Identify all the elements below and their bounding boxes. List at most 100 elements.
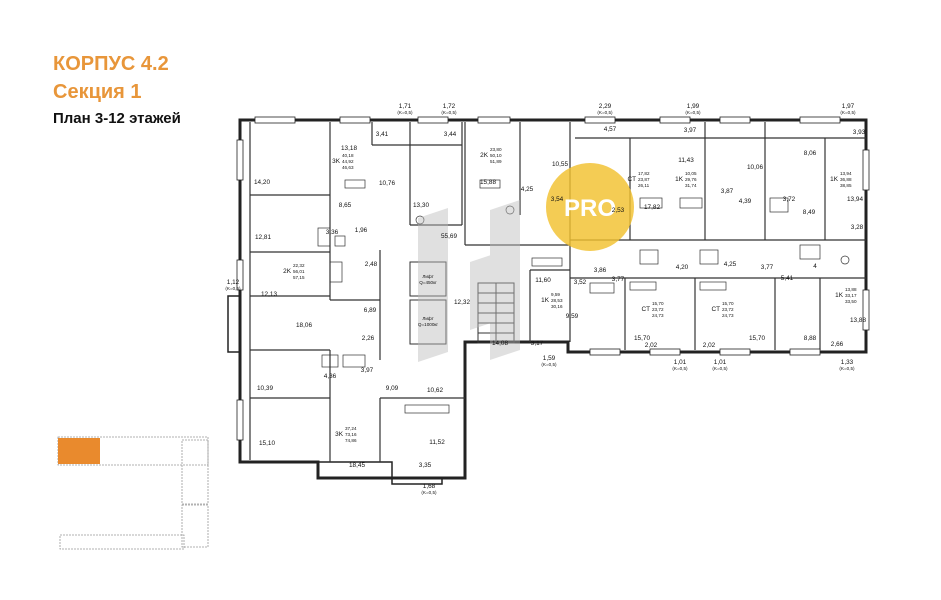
room-area-label: 10,62 xyxy=(427,387,443,394)
apartment-type-label: 1K xyxy=(541,297,550,304)
room-area-label: 3,52 xyxy=(574,279,587,286)
apartment-type-label: 1K xyxy=(830,176,839,183)
room-area-label: 15,70 xyxy=(749,335,765,342)
apartment-area-with-balcony: 74,86 xyxy=(345,438,357,443)
room-area-label: 10,55 xyxy=(552,161,568,168)
watermark-logo xyxy=(418,200,520,362)
apartment-area-with-balcony: 30,16 xyxy=(551,304,563,309)
room-area-label: 4,36 xyxy=(324,373,337,380)
room-area-label: 4,39 xyxy=(739,198,752,205)
apartment-area-with-balcony: 57,15 xyxy=(293,275,305,280)
outside-dimension-coefficient: (K=0,5) xyxy=(839,366,855,371)
outside-dimension-coefficient: (K=0,5) xyxy=(597,110,613,115)
room-area-label: 2,48 xyxy=(365,261,378,268)
apartment-area-with-balcony: 38,85 xyxy=(840,183,852,188)
outside-dimension-value: 1,59 xyxy=(543,355,556,362)
room-area-label: 8,06 xyxy=(804,150,817,157)
outside-dimension-coefficient: (K=0,5) xyxy=(672,366,688,371)
room-area-label: 4,25 xyxy=(724,261,737,268)
room-area-label: 11,60 xyxy=(535,277,551,284)
room-area-label: 14,20 xyxy=(254,179,270,186)
outer-walls xyxy=(227,118,868,485)
room-area-label: 3,77 xyxy=(612,276,625,283)
floor-plan-title: План 3-12 этажей xyxy=(53,110,181,127)
room-area-label: 9,59 xyxy=(566,313,579,320)
room-area-label: 8,88 xyxy=(804,335,817,342)
room-area-label: 10,76 xyxy=(379,180,395,187)
room-area-label: 3,36 xyxy=(326,229,339,236)
room-area-label: 3,54 xyxy=(551,196,564,203)
room-area-label: 12,81 xyxy=(255,234,271,241)
room-area-label: 15,88 xyxy=(480,179,496,186)
apartment-type-label: CT xyxy=(627,176,636,183)
room-area-label: 3,87 xyxy=(721,188,734,195)
room-area-label: 3,28 xyxy=(851,224,864,231)
apartment-area-with-balcony: 46,63 xyxy=(342,165,354,170)
fixtures xyxy=(317,179,850,414)
room-area-label: 11,43 xyxy=(678,157,694,164)
room-area-label: 2,02 xyxy=(703,342,716,349)
windows xyxy=(236,116,870,441)
apartment-total-area: 28,53 xyxy=(551,298,563,303)
apartment-living-area: 13,88 xyxy=(845,287,857,292)
room-area-label: 1,96 xyxy=(355,227,368,234)
apartment-living-area: 9,59 xyxy=(551,292,560,297)
room-area-label: 4,20 xyxy=(676,264,689,271)
room-area-label: 3,41 xyxy=(376,131,389,138)
outside-dimension-value: 1,68 xyxy=(423,483,436,490)
apartment-area-with-balcony: 33,50 xyxy=(845,299,857,304)
section-title: Секция 1 xyxy=(53,81,142,103)
plan-locator xyxy=(57,436,209,550)
apartment-living-area: 15,70 xyxy=(652,301,664,306)
outside-dimension-value: 1,33 xyxy=(841,359,854,366)
pro-badge: PRO xyxy=(546,163,634,251)
room-area-label: 4 xyxy=(813,263,817,270)
apartment-total-area: 33,17 xyxy=(845,293,857,298)
outside-dimension-coefficient: (K=0,5) xyxy=(541,362,557,367)
room-area-label: 55,69 xyxy=(441,233,457,240)
room-area-label: 10,06 xyxy=(747,164,763,171)
elevator-capacity: Q=1000кг xyxy=(418,322,438,327)
elevator-label: Лифт xyxy=(422,316,434,321)
apartment-labels: 3K40,1844,9246,632K23,8050,1051,89CT17,8… xyxy=(283,147,857,443)
outside-dimension-value: 1,97 xyxy=(842,103,855,110)
room-area-label: 9,09 xyxy=(386,385,399,392)
room-area-label: 2,53 xyxy=(612,207,625,214)
room-area-label: 13,88 xyxy=(850,317,866,324)
stair-core xyxy=(409,261,515,345)
apartment-living-area: 13,94 xyxy=(840,171,852,176)
apartment-living-area: 17,82 xyxy=(638,171,650,176)
outside-labels: 1,71(K=0,5)1,72(K=0,5)2,29(K=0,5)1,99(K=… xyxy=(225,103,856,495)
apartment-area-with-balcony: 51,89 xyxy=(490,159,502,164)
apartment-total-area: 50,10 xyxy=(490,153,502,158)
outside-dimension-coefficient: (K=0,5) xyxy=(397,110,413,115)
apartment-living-area: 22,32 xyxy=(293,263,305,268)
room-area-label: 2,66 xyxy=(831,341,844,348)
interior-walls xyxy=(249,122,866,462)
outside-dimension-coefficient: (K=0,5) xyxy=(441,110,457,115)
room-area-label: 3,35 xyxy=(419,462,432,469)
apartment-type-label: 3K xyxy=(332,158,341,165)
outside-dimension-value: 2,29 xyxy=(599,103,612,110)
room-area-label: 8,49 xyxy=(803,209,816,216)
outside-dimension-coefficient: (K=0,5) xyxy=(712,366,728,371)
outside-dimension-value: 1,12 xyxy=(227,279,240,286)
room-area-label: 3,97 xyxy=(684,127,697,134)
apartment-type-label: CT xyxy=(711,306,720,313)
outside-dimension-value: 1,01 xyxy=(714,359,727,366)
apartment-total-area: 29,76 xyxy=(685,177,697,182)
apartment-type-label: 1K xyxy=(835,292,844,299)
room-area-label: 13,94 xyxy=(847,196,863,203)
apartment-living-area: 23,80 xyxy=(490,147,502,152)
apartment-area-with-balcony: 24,73 xyxy=(722,313,734,318)
room-area-label: 3,93 xyxy=(853,129,866,136)
apartment-type-label: 3K xyxy=(335,431,344,438)
apartment-total-area: 23,87 xyxy=(638,177,650,182)
room-area-label: 4,57 xyxy=(604,126,617,133)
room-area-label: 11,52 xyxy=(429,439,445,446)
room-area-label: 14,08 xyxy=(492,340,508,347)
room-area-label: 12,32 xyxy=(454,299,470,306)
room-area-label: 3,44 xyxy=(444,131,457,138)
room-area-label: 3,86 xyxy=(594,267,607,274)
